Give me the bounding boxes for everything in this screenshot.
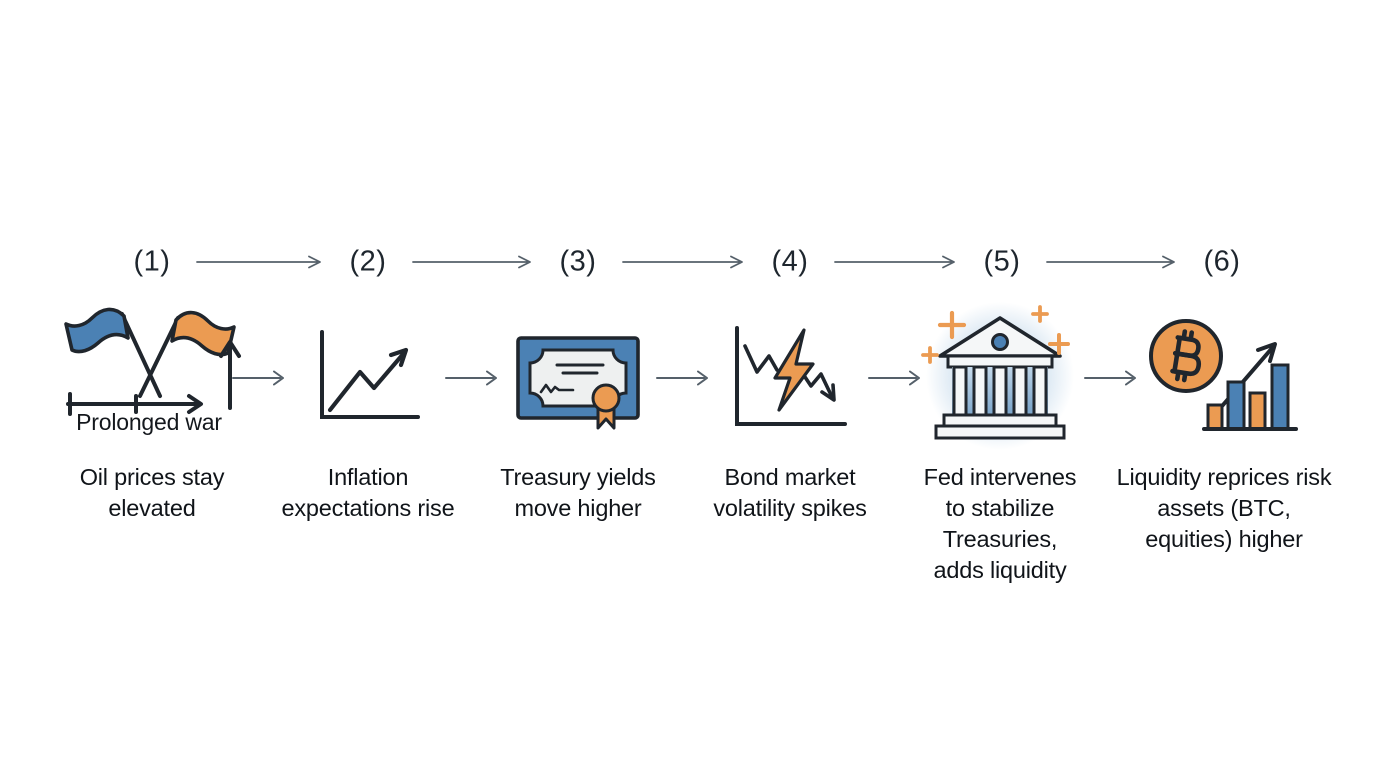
arrow-icon xyxy=(1046,255,1175,269)
step-label-3: Treasury yields move higher xyxy=(500,464,656,521)
sparkle-plus-icon xyxy=(937,310,967,340)
bitcoin-bar-chart-icon xyxy=(1146,316,1301,436)
sparkle-plus-icon xyxy=(1031,305,1049,323)
arrow-icon xyxy=(656,370,708,386)
step-label-5: Fed intervenes to stabilize Treasuries, … xyxy=(923,464,1077,583)
step-number-2: (2) xyxy=(349,245,387,278)
arrow-icon xyxy=(232,370,284,386)
step-number-6: (6) xyxy=(1203,245,1241,278)
arrow-icon xyxy=(1084,370,1136,386)
arrow-icon xyxy=(412,255,531,269)
rising-line-chart-icon xyxy=(314,328,422,423)
step-number-4: (4) xyxy=(771,245,809,278)
step-number-1: (1) xyxy=(133,245,171,278)
arrow-icon xyxy=(445,370,497,386)
war-flags-caption: Prolonged war xyxy=(76,409,222,435)
war-flags-icon xyxy=(58,306,248,424)
arrow-icon xyxy=(868,370,920,386)
bond-certificate-icon xyxy=(513,332,643,432)
federal-reserve-bank-icon xyxy=(920,292,1080,452)
volatility-lightning-chart-icon xyxy=(729,324,851,432)
step-number-3: (3) xyxy=(559,245,597,278)
step-label-4: Bond market volatility spikes xyxy=(713,464,867,521)
step-label-2: Inflation expectations rise xyxy=(281,464,455,521)
step-label-1: Oil prices stay elevated xyxy=(79,464,225,521)
step-label-6: Liquidity reprices risk assets (BTC, equ… xyxy=(1116,464,1332,552)
arrow-icon xyxy=(622,255,743,269)
sparkle-plus-icon xyxy=(1048,333,1070,355)
step-number-5: (5) xyxy=(983,245,1021,278)
arrow-icon xyxy=(196,255,321,269)
arrow-icon xyxy=(834,255,955,269)
sparkle-plus-icon xyxy=(921,346,939,364)
